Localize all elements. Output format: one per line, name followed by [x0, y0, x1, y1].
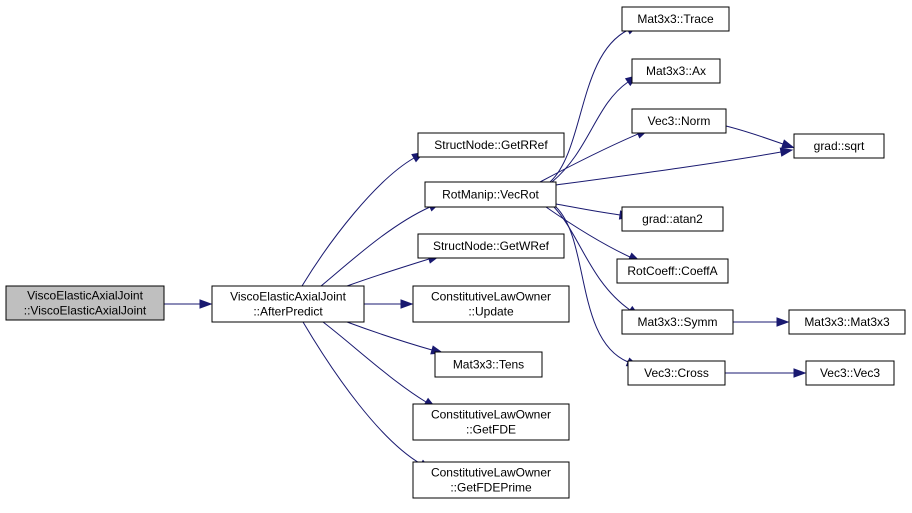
edge-line: [322, 321, 427, 403]
arrow-head-icon: [781, 139, 795, 149]
node-box: [631, 108, 727, 134]
node-getfdeprime[interactable]: ConstitutiveLawOwner::GetFDEPrime: [412, 461, 570, 499]
node-sqrt[interactable]: grad::sqrt: [793, 133, 885, 159]
node-norm[interactable]: Vec3::Norm: [631, 108, 727, 134]
node-box: [621, 309, 734, 335]
node-label: RotCoeff::CoeffA: [627, 264, 717, 278]
edge-vecrot-to-trace: [549, 24, 640, 183]
node-label: Mat3x3::Symm: [637, 315, 717, 329]
node-label: StructNode::GetWRef: [433, 239, 550, 253]
edge-line: [555, 203, 621, 216]
edge-line: [549, 29, 629, 183]
node-box: [412, 285, 570, 323]
edge-afterpredict-to-getwref: [346, 254, 441, 287]
edge-line: [545, 206, 631, 258]
node-label: Vec3::Vec3: [820, 366, 880, 380]
node-label: ConstitutiveLawOwner: [431, 466, 551, 480]
node-label: ConstitutiveLawOwner: [431, 408, 551, 422]
edge-line: [301, 157, 415, 287]
arrow-head-icon: [776, 317, 790, 327]
node-box: [621, 206, 724, 232]
node-label: ::ViscoElasticAxialJoint: [24, 304, 147, 318]
nodes-layer: ViscoElasticAxialJoint::ViscoElasticAxia…: [5, 6, 906, 499]
edge-line: [346, 258, 430, 287]
node-box: [5, 285, 165, 321]
node-symm[interactable]: Mat3x3::Symm: [621, 309, 734, 335]
node-getwref[interactable]: StructNode::GetWRef: [417, 233, 565, 259]
node-label: ::GetFDEPrime: [450, 481, 532, 495]
arrow-head-icon: [793, 368, 807, 378]
node-mat3x3[interactable]: Mat3x3::Mat3x3: [788, 309, 906, 335]
edge-line: [555, 151, 782, 186]
edge-line: [551, 81, 629, 183]
node-label: grad::sqrt: [814, 139, 865, 153]
node-label: RotManip::VecRot: [442, 188, 539, 202]
node-label: ViscoElasticAxialJoint: [230, 290, 346, 304]
node-label: Mat3x3::Tens: [453, 358, 524, 372]
node-cross[interactable]: Vec3::Cross: [627, 360, 726, 386]
node-box: [412, 403, 570, 441]
arrow-head-icon: [199, 299, 213, 309]
node-label: StructNode::GetRRef: [434, 138, 548, 152]
node-label: Vec3::Cross: [644, 366, 709, 380]
edge-afterpredict-to-update: [364, 299, 414, 309]
node-label: ::Update: [468, 305, 514, 319]
edge-line: [302, 321, 422, 465]
node-box: [627, 360, 726, 386]
node-box: [424, 181, 557, 208]
node-box: [434, 351, 543, 378]
edge-line: [555, 206, 629, 363]
node-label: ::GetFDE: [466, 423, 516, 437]
node-label: ConstitutiveLawOwner: [431, 290, 551, 304]
node-box: [631, 58, 721, 84]
edge-vecrot-to-atan2: [555, 203, 633, 220]
node-label: Vec3::Norm: [648, 114, 711, 128]
node-label: Mat3x3::Ax: [646, 64, 706, 78]
node-trace[interactable]: Mat3x3::Trace: [621, 6, 730, 32]
node-afterpredict[interactable]: ViscoElasticAxialJoint::AfterPredict: [211, 285, 365, 323]
node-label: ViscoElasticAxialJoint: [27, 289, 143, 303]
edge-root-to-afterpredict: [164, 299, 213, 309]
edge-afterpredict-to-getfde: [322, 321, 437, 409]
edge-line: [725, 125, 784, 145]
node-label: Mat3x3::Trace: [637, 12, 714, 26]
node-box: [788, 309, 906, 335]
node-box: [621, 6, 730, 32]
edge-cross-to-vec3: [725, 368, 807, 378]
node-box: [211, 285, 365, 323]
node-box: [793, 133, 885, 159]
edge-symm-to-mat3x3: [733, 317, 790, 327]
node-atan2[interactable]: grad::atan2: [621, 206, 724, 232]
edge-vecrot-to-sqrt: [555, 147, 794, 186]
arrow-head-icon: [400, 299, 414, 309]
node-box: [412, 461, 570, 499]
edge-norm-to-sqrt: [725, 125, 795, 149]
edge-afterpredict-to-tens: [346, 321, 444, 355]
edge-line: [320, 206, 431, 287]
node-label: ::AfterPredict: [253, 305, 323, 319]
node-getrref[interactable]: StructNode::GetRRef: [417, 132, 565, 158]
node-getfde[interactable]: ConstitutiveLawOwner::GetFDE: [412, 403, 570, 441]
edge-vecrot-to-ax: [551, 74, 639, 183]
node-box: [417, 233, 565, 259]
edge-line: [346, 321, 433, 351]
edge-line: [539, 133, 639, 183]
node-update[interactable]: ConstitutiveLawOwner::Update: [412, 285, 570, 323]
node-label: Mat3x3::Mat3x3: [804, 315, 890, 329]
node-coeffa[interactable]: RotCoeff::CoeffA: [616, 258, 729, 284]
node-vec3[interactable]: Vec3::Vec3: [805, 360, 895, 386]
node-tens[interactable]: Mat3x3::Tens: [434, 351, 543, 378]
node-box: [616, 258, 729, 284]
node-vecrot[interactable]: RotManip::VecRot: [424, 181, 557, 208]
node-ax[interactable]: Mat3x3::Ax: [631, 58, 721, 84]
node-box: [805, 360, 895, 386]
node-label: grad::atan2: [642, 212, 703, 226]
edge-line: [553, 206, 631, 311]
node-box: [417, 132, 565, 158]
node-root[interactable]: ViscoElasticAxialJoint::ViscoElasticAxia…: [5, 285, 165, 321]
arrow-head-icon: [779, 147, 794, 157]
